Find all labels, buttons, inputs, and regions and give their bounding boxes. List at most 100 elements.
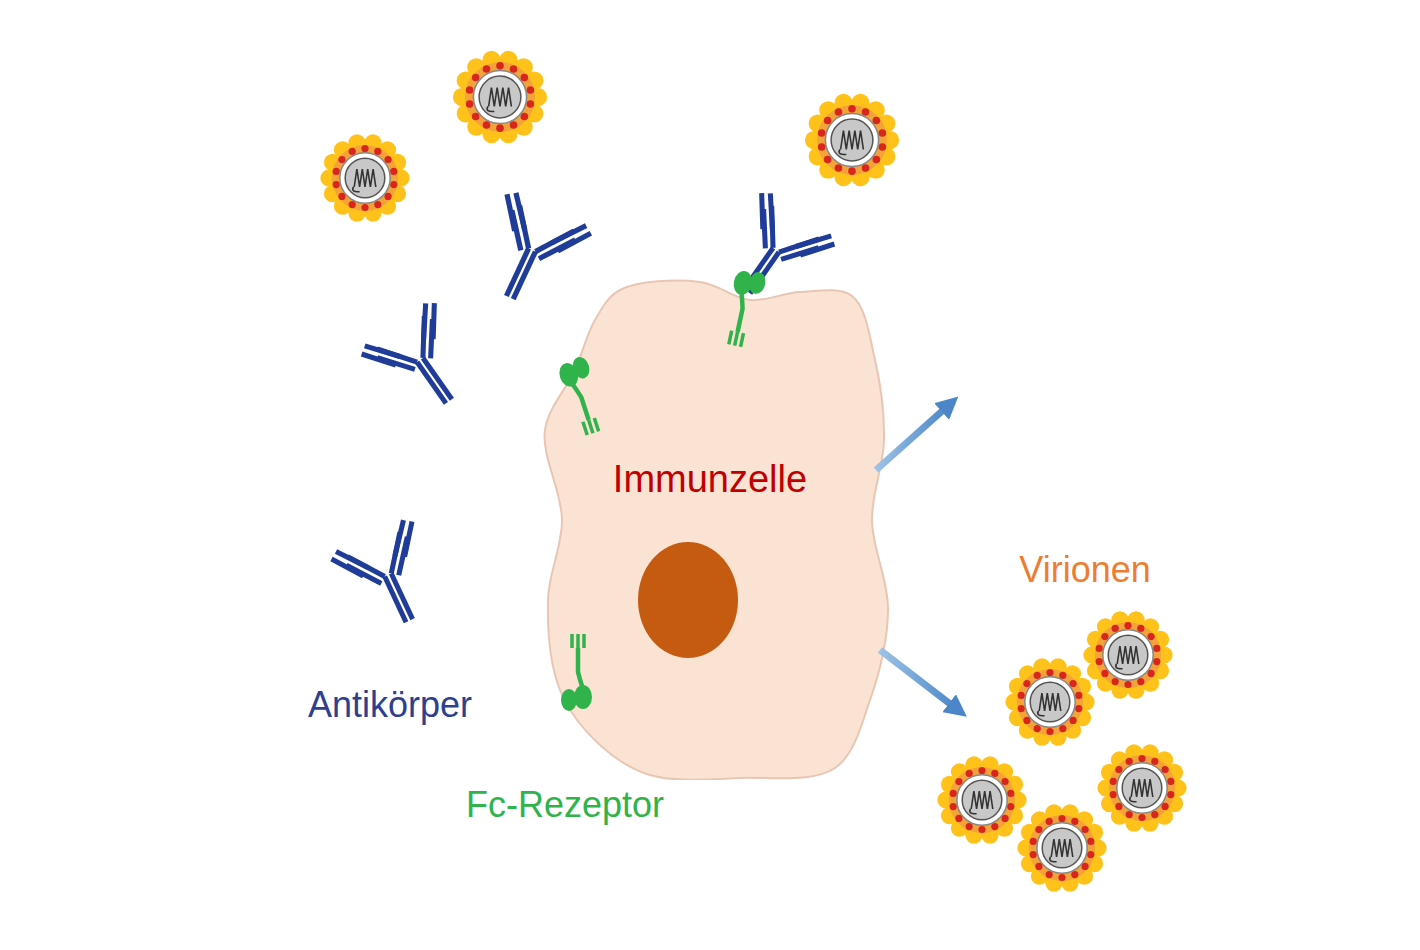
virion-genome xyxy=(1050,857,1057,862)
virion-spike xyxy=(1152,631,1169,648)
virion-protein xyxy=(510,121,518,129)
virion-protein xyxy=(1124,622,1131,629)
virion-protein xyxy=(1110,791,1117,798)
virion-protein xyxy=(824,117,832,125)
virion-core xyxy=(1030,682,1070,722)
virion-spike xyxy=(877,147,895,165)
virion-protein xyxy=(1069,680,1076,687)
virion-protein xyxy=(818,143,826,151)
virion-spike xyxy=(851,168,869,186)
antibody-chain xyxy=(752,206,792,248)
virion-spike xyxy=(981,756,998,773)
virion-protein xyxy=(950,790,957,797)
virion-spike xyxy=(1166,764,1183,781)
virion-protein xyxy=(1096,658,1103,665)
virion-protein xyxy=(1001,815,1008,822)
virion-protein xyxy=(1087,851,1094,858)
virion-envelope xyxy=(949,767,1015,833)
virion-spike xyxy=(1077,693,1094,710)
antibody-chain xyxy=(506,248,528,296)
virion-spike xyxy=(1061,874,1078,891)
virion-protein xyxy=(1101,633,1108,640)
virion-protein xyxy=(1071,818,1078,825)
virion-core xyxy=(1042,828,1082,868)
virion-protein xyxy=(1046,871,1053,878)
virion-spike xyxy=(1019,665,1036,682)
antibody-chain xyxy=(336,542,369,578)
virion-spike xyxy=(1152,662,1169,679)
virion-spike xyxy=(834,94,852,112)
antibody-chain xyxy=(800,232,834,268)
virion-envelope xyxy=(817,105,887,175)
virion-protein xyxy=(384,193,391,200)
receptor-label: Fc-Rezeptor xyxy=(466,785,664,825)
antibody-chain xyxy=(754,193,789,230)
virion-protein xyxy=(496,62,504,70)
immune-cell: Immunzelle xyxy=(535,268,895,780)
virion-spike xyxy=(389,154,406,171)
antibody-chain xyxy=(346,555,381,593)
virion-protein xyxy=(818,129,826,137)
virion-spike xyxy=(364,204,381,221)
virion-spike xyxy=(457,104,475,122)
virion-spike xyxy=(364,134,381,151)
virion-protein xyxy=(1161,766,1168,773)
virion-spike xyxy=(1049,658,1066,675)
virion-protein xyxy=(1081,826,1088,833)
virion-spike xyxy=(482,51,500,69)
virion xyxy=(937,756,1026,843)
virion-spike xyxy=(320,169,337,186)
virion-spike xyxy=(1169,779,1186,796)
antibody-chain xyxy=(781,234,819,273)
virion-spike xyxy=(1111,751,1128,768)
virion-genome xyxy=(1130,797,1137,802)
antibody-chain xyxy=(539,229,575,269)
antibody-chain xyxy=(413,319,451,358)
receptor-stalk xyxy=(578,648,582,686)
virion-protein xyxy=(879,143,887,151)
virion-protein xyxy=(978,826,985,833)
antibody-chain xyxy=(377,335,417,377)
virion xyxy=(1017,804,1106,891)
virion xyxy=(805,94,899,186)
virion-spike xyxy=(457,71,475,89)
virion-spike xyxy=(965,756,982,773)
virion-protein xyxy=(1001,778,1008,785)
virion-protein xyxy=(1046,669,1053,676)
antibody-chain xyxy=(392,521,424,556)
virion-spike xyxy=(379,198,396,215)
virion-spike xyxy=(1156,751,1173,768)
virion-core xyxy=(1122,768,1162,808)
virion-protein xyxy=(1124,681,1131,688)
virion-spike xyxy=(1111,611,1128,628)
virion-protein xyxy=(521,113,529,121)
antibody-chain xyxy=(744,248,773,289)
virion-protein xyxy=(1096,645,1103,652)
virion-spike xyxy=(965,826,982,843)
virion-spike xyxy=(324,185,341,202)
virion-protein xyxy=(1126,758,1133,765)
virion-spike xyxy=(1074,678,1091,695)
virion-protein xyxy=(873,156,881,164)
antibody-chain xyxy=(750,252,779,293)
virion xyxy=(320,134,409,221)
virion-spike xyxy=(525,71,543,89)
virion-membrane xyxy=(1103,630,1153,680)
virion-spike xyxy=(1089,839,1106,856)
receptor-anchor xyxy=(576,634,580,648)
virion-protein xyxy=(862,164,870,172)
virion-protein xyxy=(390,181,397,188)
virion-spike xyxy=(499,51,517,69)
virion-core xyxy=(1108,635,1148,675)
receptor-anchor xyxy=(582,634,586,648)
virion-spike xyxy=(1006,776,1023,793)
receptor-domain xyxy=(570,355,592,381)
virion-spike xyxy=(1074,709,1091,726)
virion-protein xyxy=(966,823,973,830)
virion-spike xyxy=(334,141,351,158)
virion-protein xyxy=(1087,838,1094,845)
virion-protein xyxy=(496,124,504,132)
virion-spike xyxy=(819,161,837,179)
virion-protein xyxy=(1110,778,1117,785)
virion-spike xyxy=(334,198,351,215)
